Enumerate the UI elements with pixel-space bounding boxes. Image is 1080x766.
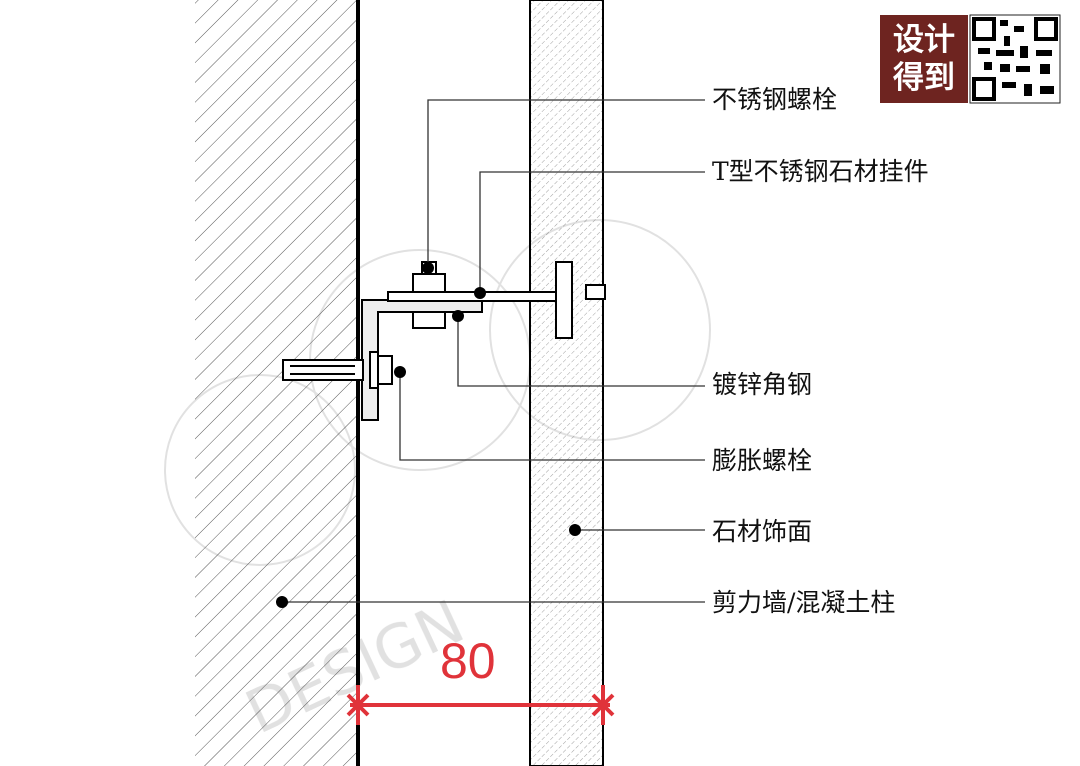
concrete-wall	[195, 0, 358, 766]
brand-logo: 设计 得到	[880, 15, 968, 103]
dimension-value: 80	[440, 633, 496, 689]
label-stainless-bolt: 不锈钢螺栓	[712, 85, 838, 114]
expansion-bolt	[282, 351, 393, 389]
logo-line1: 设计	[893, 22, 955, 58]
label-angle-steel: 镀锌角钢	[712, 370, 813, 399]
dimension-line	[346, 685, 615, 725]
t-hanger-plate	[387, 291, 561, 302]
leader-lines	[282, 99, 705, 603]
label-expansion-bolt: 膨胀螺栓	[712, 446, 813, 475]
label-stone-facing: 石材饰面	[712, 517, 813, 546]
leader-dots	[276, 262, 581, 608]
qr-code	[969, 14, 1061, 104]
label-t-hanger: T型不锈钢石材挂件	[712, 157, 929, 186]
logo-line2: 得到	[893, 60, 955, 96]
t-hanger-fin	[555, 261, 573, 339]
stone-panel	[529, 0, 604, 766]
label-wall: 剪力墙/混凝土柱	[712, 588, 896, 617]
